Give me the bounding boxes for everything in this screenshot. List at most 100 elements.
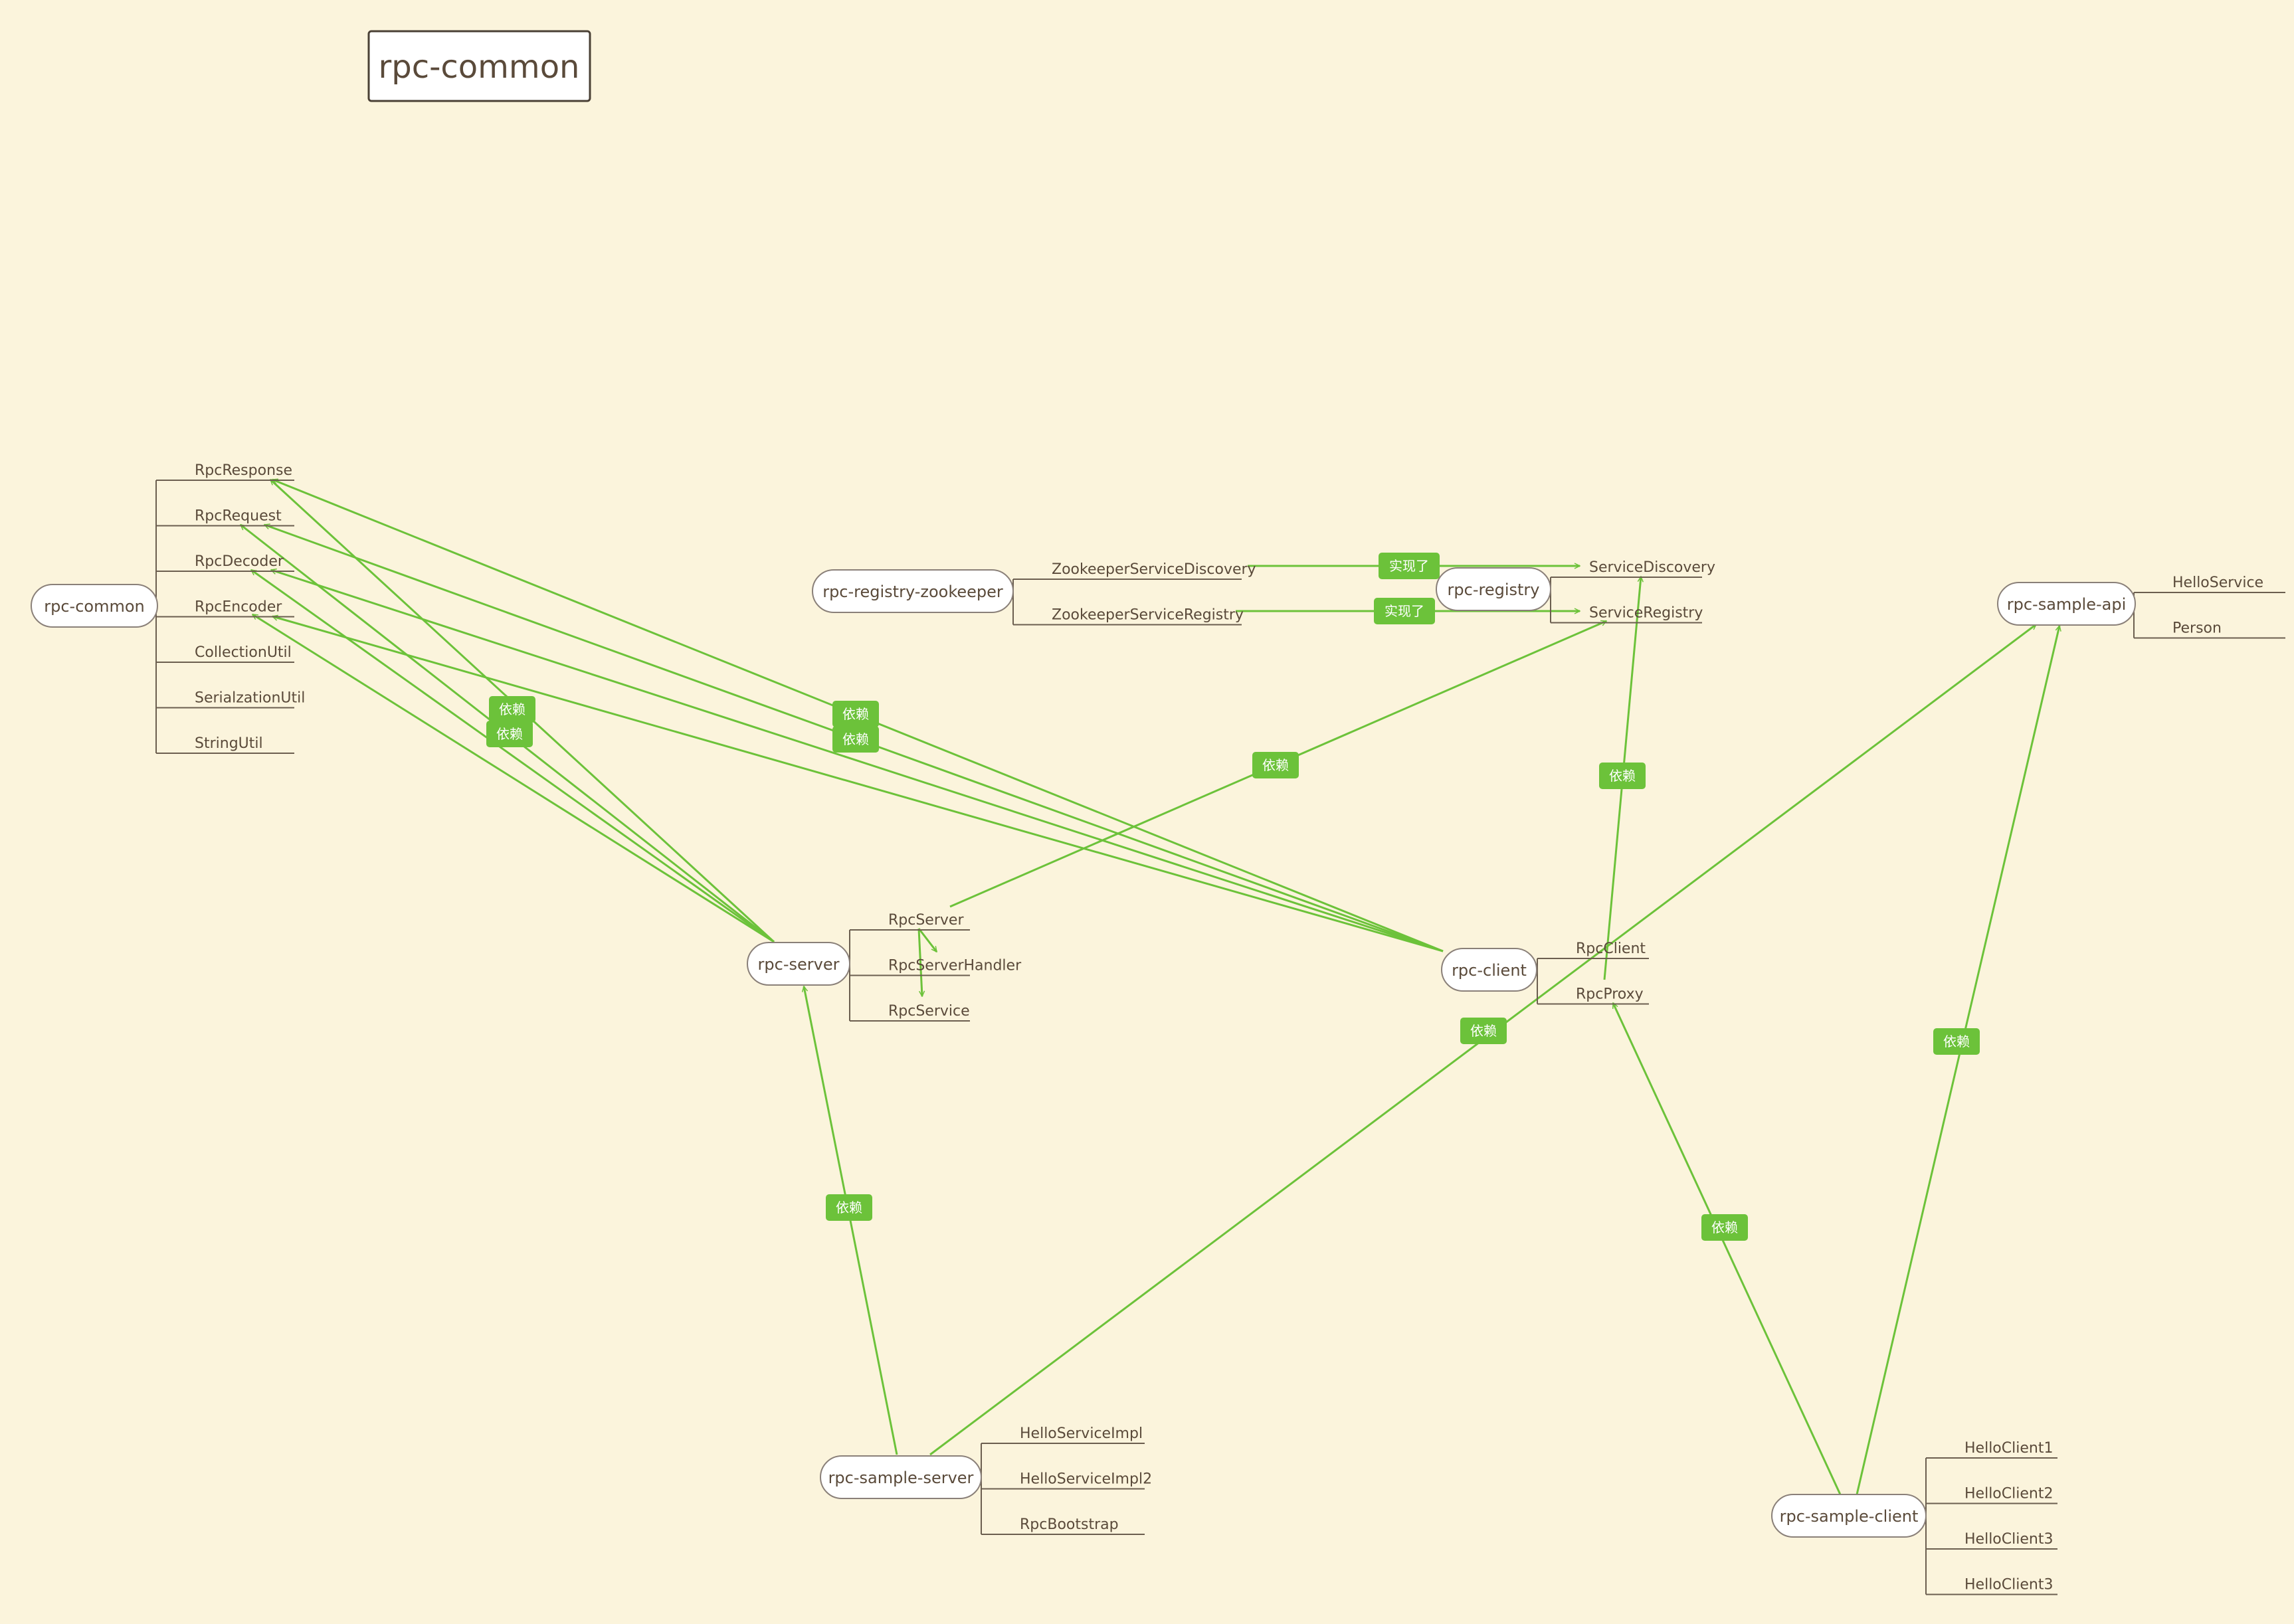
subtopic-label: ZookeeperServiceRegistry [1052, 607, 1244, 624]
subtopic-item[interactable]: SerialzationUtil [156, 690, 305, 709]
relationship-line [271, 570, 1444, 952]
relationship-label: 依赖 [496, 726, 523, 742]
relationship-label: 依赖 [1943, 1034, 1970, 1049]
subtopic-label: CollectionUtil [195, 644, 292, 661]
subtopic-item[interactable]: RpcService [850, 1003, 970, 1022]
relationship-arrow[interactable]: 依赖 [270, 480, 775, 943]
subtopic-label: RpcDecoder [195, 553, 284, 570]
topic-registry[interactable]: rpc-registry ServiceDiscoveryServiceRegis… [1436, 559, 1715, 624]
relationship-label: 依赖 [842, 706, 869, 722]
relationship-badge [832, 701, 879, 727]
subtopic-item[interactable]: RpcEncoder [156, 599, 294, 618]
topic-label: rpc-sample-client [1780, 1507, 1919, 1526]
relationship-arrow[interactable] [917, 928, 938, 952]
relationship-badge [1379, 553, 1440, 579]
relationship-arrow[interactable]: 依赖 [264, 525, 1444, 952]
relationship-arrow[interactable]: 依赖 [1856, 626, 2059, 1495]
relationship-line [1856, 626, 2059, 1495]
subtopic-item[interactable]: ZookeeperServiceDiscovery [1013, 561, 1256, 580]
relationship-line [917, 928, 938, 952]
relationship-badge [1252, 752, 1299, 778]
relationship-badge [486, 721, 533, 747]
topic-box[interactable] [1771, 1494, 1927, 1538]
subtopic-item[interactable]: CollectionUtil [156, 644, 294, 663]
subtopic-item[interactable]: RpcClient [1537, 941, 1649, 959]
subtopic-label: RpcBootstrap [1020, 1516, 1119, 1533]
subtopic-label: RpcResponse [195, 462, 292, 479]
relationship-arrow[interactable] [251, 569, 775, 943]
relationship-label: 实现了 [1385, 603, 1424, 619]
topic-box[interactable] [1441, 948, 1537, 992]
relationship-badge [1374, 598, 1435, 624]
topic-common[interactable]: rpc-common RpcResponseRpcRequestRpcDecode… [31, 462, 305, 754]
relationship-arrow[interactable]: 依赖 [240, 523, 775, 943]
relationship-label: 实现了 [1389, 558, 1429, 574]
relationship-arrow[interactable]: 依赖 [272, 480, 1444, 952]
topic-sserver[interactable]: rpc-sample-serverHelloServiceImplHelloSe… [820, 1425, 1152, 1535]
relationship-arrow[interactable] [917, 928, 922, 996]
subtopic-item[interactable]: ServiceRegistry [1551, 605, 1703, 624]
subtopic-item[interactable]: RpcServer [850, 912, 970, 931]
topic-box[interactable] [1997, 582, 2136, 626]
topic-zk[interactable]: rpc-registry-zookeeperZookeeperServiceDi… [812, 561, 1256, 626]
relationship-arrow[interactable]: 依赖 [929, 623, 2036, 1456]
subtopic-item[interactable]: RpcRequest [156, 508, 294, 527]
topic-label: rpc-common [44, 597, 145, 616]
topic-box[interactable] [820, 1455, 982, 1499]
title-topic[interactable]: rpc-common [367, 30, 591, 102]
relationship-badge [1701, 1214, 1748, 1241]
topic-box[interactable] [1436, 567, 1551, 611]
subtopic-label: RpcRequest [195, 508, 282, 525]
relationship-arrow[interactable] [252, 613, 775, 943]
relationship-label: 依赖 [1609, 768, 1636, 784]
subtopic-label: RpcServer [888, 912, 964, 929]
subtopic-item[interactable]: RpcDecoder [156, 553, 294, 572]
topic-label: rpc-client [1452, 961, 1527, 980]
topic-label: rpc-registry [1448, 581, 1540, 599]
subtopic-label: RpcService [888, 1003, 970, 1020]
subtopic-item[interactable]: ZookeeperServiceRegistry [1013, 607, 1244, 626]
relationship-arrow[interactable]: 依赖 [804, 986, 898, 1455]
topic-server[interactable]: rpc-server RpcServerRpcServerHandlerRpcSe… [747, 912, 1022, 1022]
subtopic-label: ServiceRegistry [1589, 605, 1703, 622]
subtopic-label: RpcServerHandler [888, 958, 1022, 974]
topic-box[interactable] [812, 569, 1014, 613]
topic-box[interactable] [747, 942, 850, 986]
subtopic-item[interactable]: HelloServiceImpl2 [981, 1471, 1152, 1490]
topic-sclient[interactable]: rpc-sample-client HelloClient1HelloClient… [1771, 1440, 2057, 1595]
subtopic-item[interactable]: Person [2134, 620, 2285, 639]
subtopic-item[interactable]: RpcBootstrap [981, 1516, 1145, 1535]
relationship-arrow[interactable]: 依赖 [1612, 1003, 1842, 1495]
topic-label: rpc-server [758, 955, 840, 974]
subtopic-item[interactable]: HelloClient3 [1926, 1531, 2057, 1550]
relationship-line [272, 616, 1444, 952]
relationship-badge [832, 726, 879, 753]
relationship-arrow[interactable]: 实现了 [1248, 553, 1580, 579]
subtopic-item[interactable]: HelloService [2134, 575, 2285, 593]
relationship-line [252, 613, 775, 943]
subtopic-item[interactable]: HelloClient2 [1926, 1486, 2057, 1504]
relationship-arrow[interactable]: 依赖 [949, 620, 1606, 908]
subtopic-item[interactable]: HelloServiceImpl [981, 1425, 1145, 1444]
subtopic-item[interactable]: StringUtil [156, 735, 294, 754]
subtopic-label: RpcClient [1576, 941, 1646, 957]
relationship-arrow[interactable] [272, 616, 1444, 952]
relationship-line [1612, 1003, 1842, 1495]
relationship-label: 依赖 [842, 731, 869, 747]
relationship-line [917, 928, 922, 996]
subtopic-item[interactable]: HelloClient1 [1926, 1440, 2057, 1459]
subtopic-label: ZookeeperServiceDiscovery [1052, 561, 1256, 578]
relationship-arrow[interactable] [271, 570, 1444, 952]
subtopic-item[interactable]: RpcProxy [1537, 986, 1649, 1005]
topic-box[interactable] [31, 584, 158, 628]
subtopic-item[interactable]: RpcServerHandler [850, 958, 1022, 976]
subtopic-label: HelloClient3 [1964, 1531, 2053, 1548]
subtopic-item[interactable]: RpcResponse [156, 462, 294, 481]
subtopic-label: StringUtil [195, 735, 263, 752]
relationship-arrow[interactable]: 依赖 [1599, 577, 1646, 980]
subtopic-item[interactable]: HelloClient3 [1926, 1577, 2057, 1595]
subtopic-item[interactable]: ServiceDiscovery [1551, 559, 1715, 578]
